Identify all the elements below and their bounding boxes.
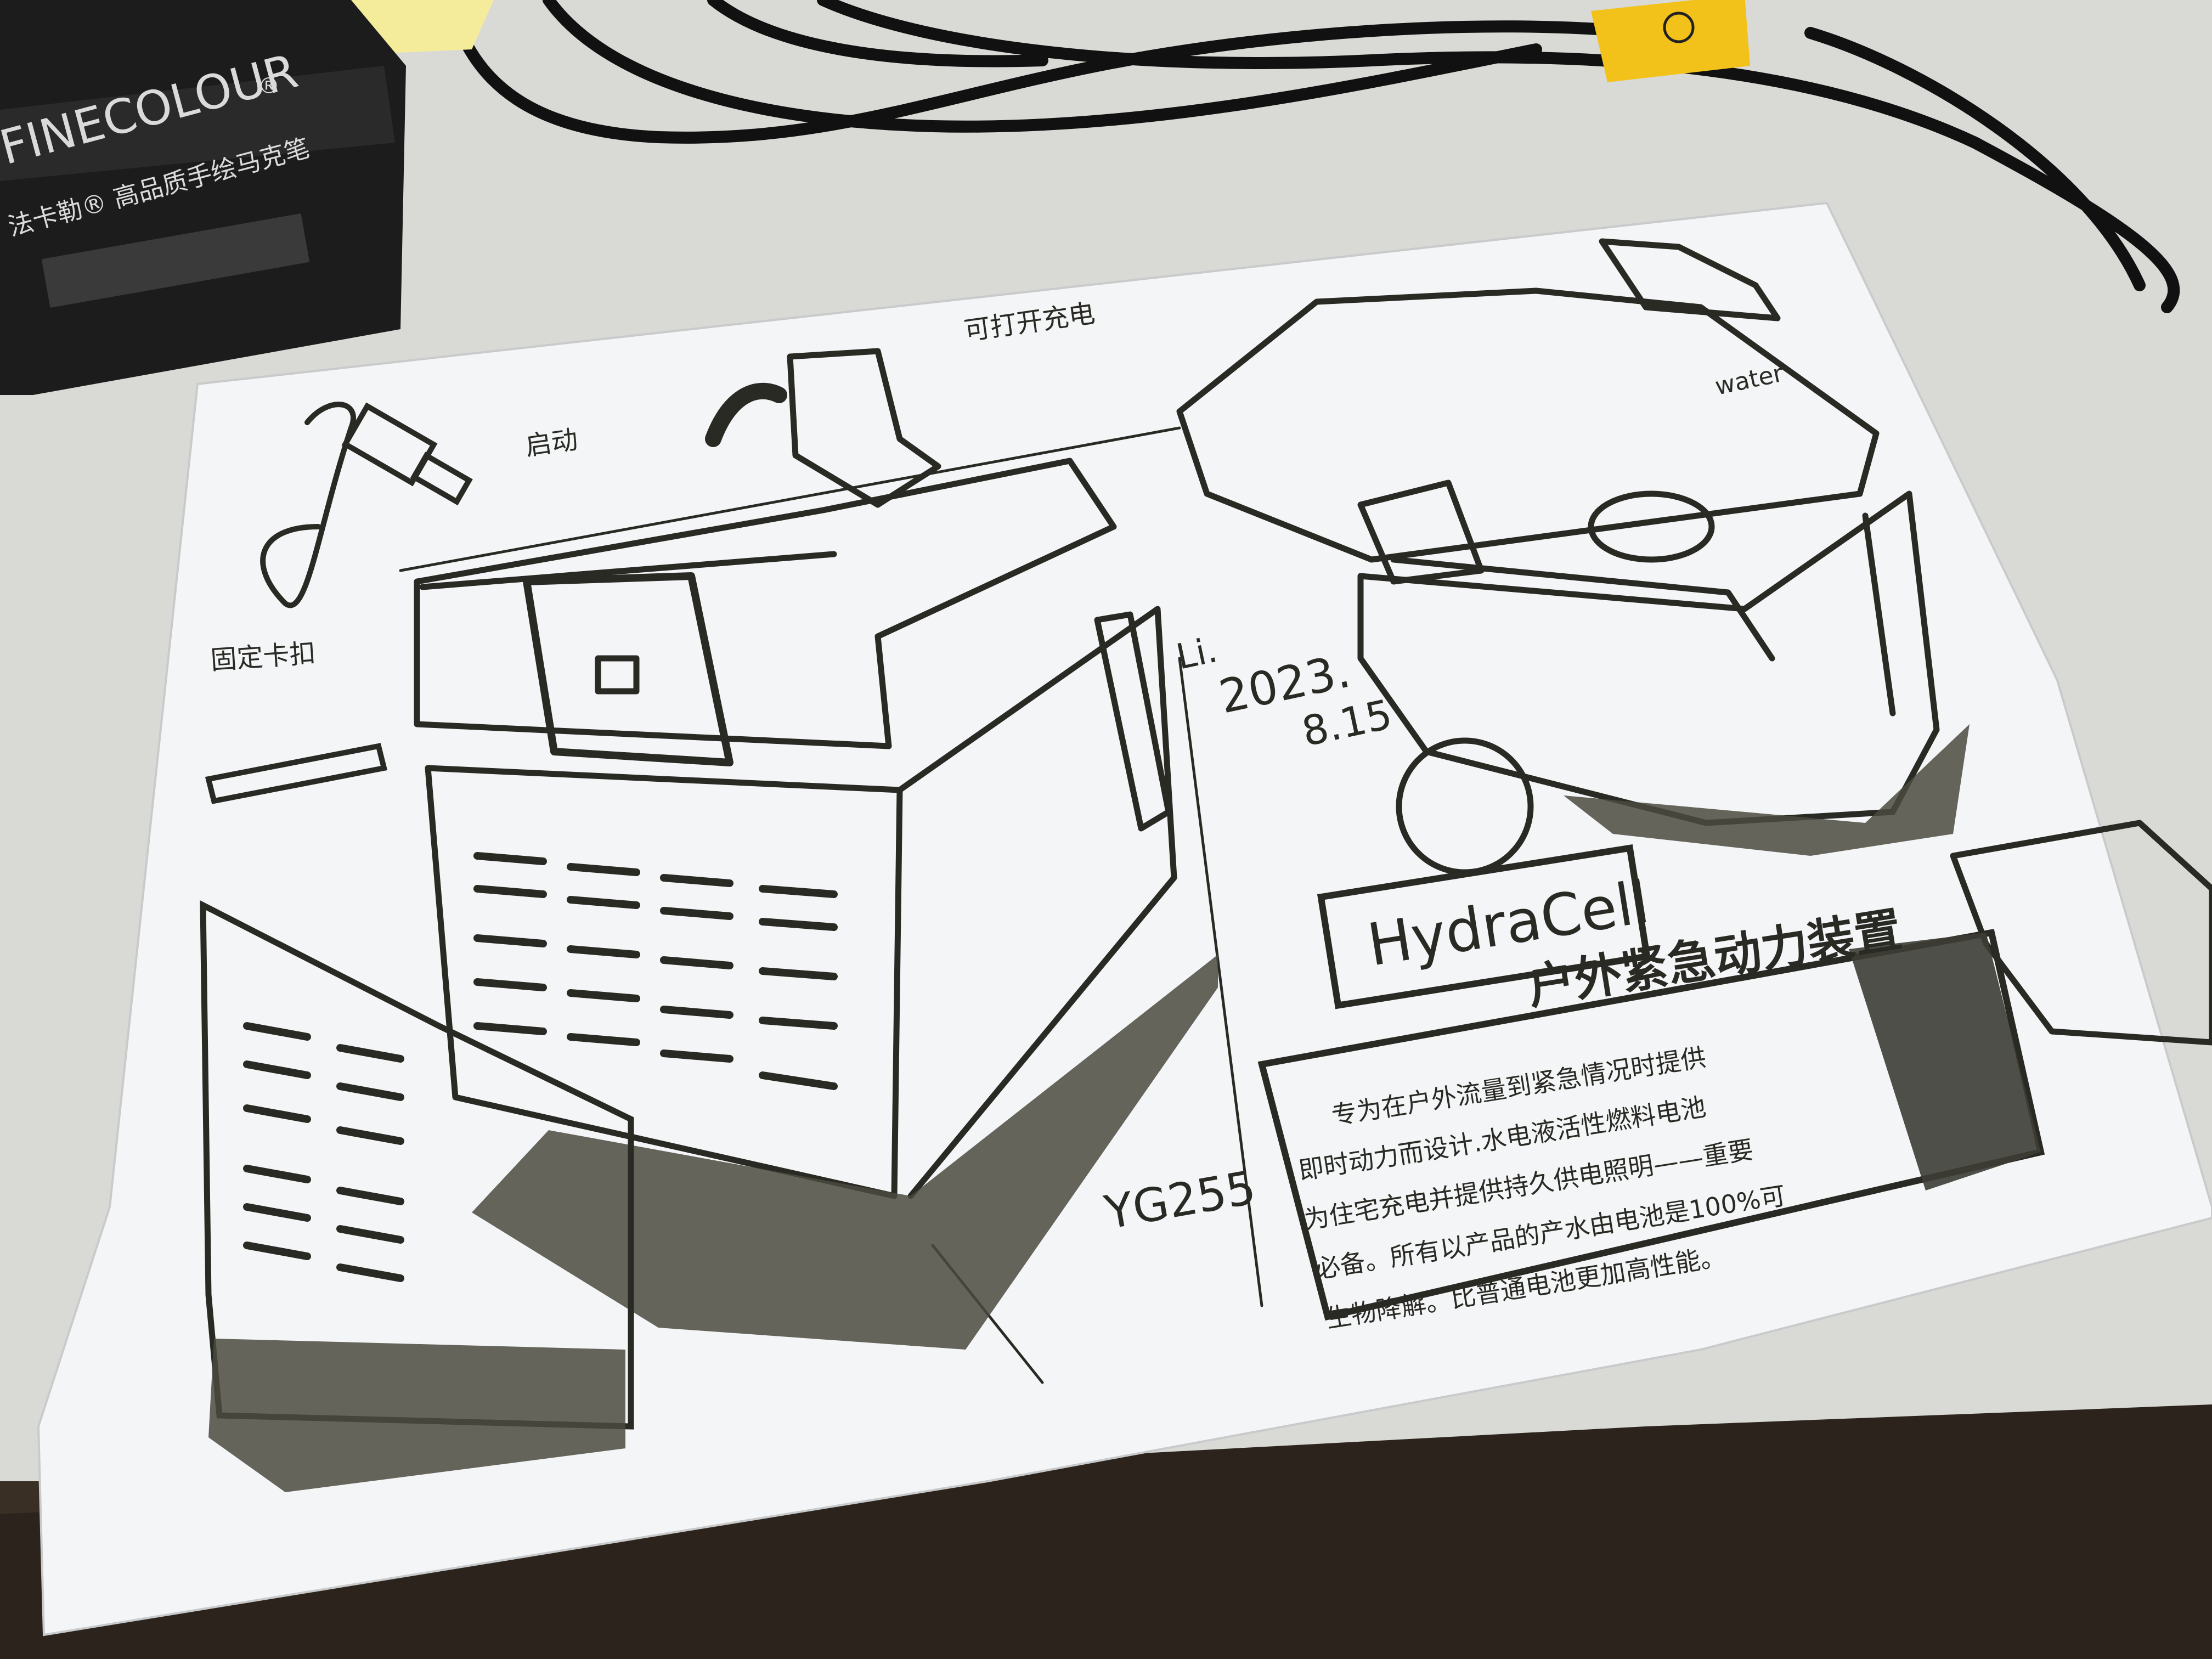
- left-product-sketch: [200, 900, 634, 1430]
- desk-edge: [0, 1404, 2212, 1659]
- left-product-shadow: [208, 1339, 625, 1492]
- marker-case: [0, 0, 406, 395]
- signature-name: Li.: [1173, 630, 1221, 678]
- hydracell-title-box: [1317, 844, 1651, 1009]
- rod-sketch: [205, 743, 388, 804]
- right-product-shadow: [1564, 724, 1970, 856]
- button-annotation: 启动: [523, 424, 580, 462]
- yellow-tape: [1591, 0, 1750, 82]
- plug-sketch: [260, 402, 473, 608]
- description-box: [1257, 929, 2045, 1321]
- main-product-shadow: [472, 955, 1218, 1350]
- lock-annotation: 固定卡扣: [210, 638, 317, 676]
- marker-case-registered: ®: [258, 74, 280, 99]
